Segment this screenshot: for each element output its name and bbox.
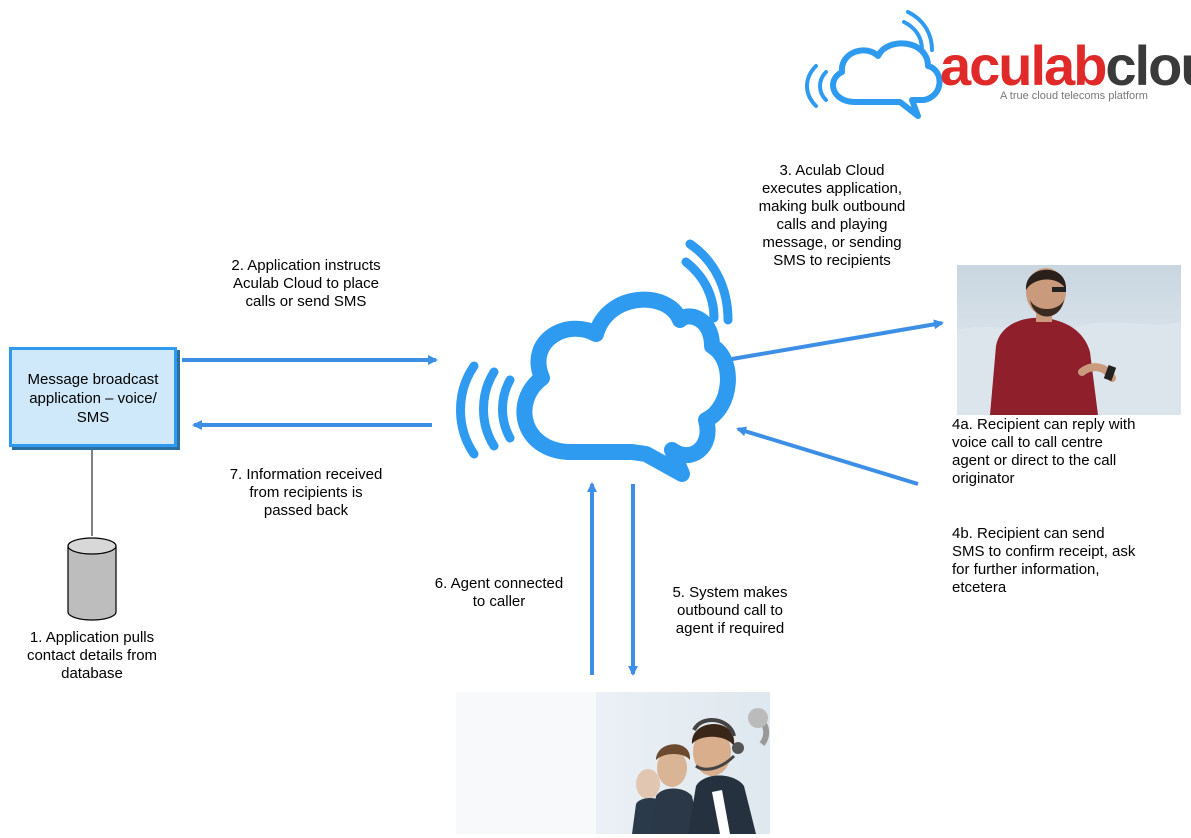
- step-5-line: outbound call to: [677, 602, 783, 619]
- step-2-line: calls or send SMS: [245, 293, 367, 310]
- step-7-line: from recipients is: [249, 484, 363, 501]
- agents-photo: [456, 692, 770, 834]
- step-4a-line: 4a. Recipient can reply with: [952, 416, 1136, 433]
- step-5-line: 5. System makes: [672, 584, 788, 601]
- step-2-line: Aculab Cloud to place: [233, 275, 379, 292]
- recipient-photo: [957, 265, 1181, 415]
- step-5-line: agent if required: [675, 620, 785, 637]
- step-7-line: passed back: [263, 502, 349, 519]
- step-3-label: 3. Aculab Cloud executes application, ma…: [732, 162, 932, 270]
- arrow-cloud-to-recipient: [731, 319, 944, 361]
- app-box-line: application – voice/: [29, 390, 157, 407]
- arrow-recipient-to-cloud: [736, 426, 919, 486]
- step-1-label: 1. Application pulls contact details fro…: [0, 629, 184, 683]
- app-box-label: Message broadcast application – voice/ S…: [12, 370, 174, 427]
- app-box-line: SMS: [76, 409, 110, 426]
- logo-tagline: A true cloud telecoms platform: [1000, 90, 1148, 102]
- step-3-line: message, or sending: [762, 234, 902, 251]
- step-4b-line: etcetera: [952, 579, 1007, 596]
- step-4a-line: voice call to call centre: [952, 434, 1103, 451]
- aculab-cloud-logo: aculabcloud: [940, 38, 1191, 94]
- step-1-line: 1. Application pulls: [29, 629, 155, 646]
- step-4b-label: 4b. Recipient can send SMS to confirm re…: [952, 525, 1188, 597]
- step-4b-line: SMS to confirm receipt, ask: [952, 543, 1136, 560]
- step-1-line: contact details from: [26, 647, 158, 664]
- step-4b-line: 4b. Recipient can send: [952, 525, 1105, 542]
- step-4a-label: 4a. Recipient can reply with voice call …: [952, 416, 1188, 488]
- step-7-line: 7. Information received: [229, 466, 383, 483]
- step-3-line: SMS to recipients: [773, 252, 891, 269]
- step-6-label: 6. Agent connected to caller: [414, 575, 584, 611]
- step-4a-line: agent or direct to the call: [952, 452, 1117, 469]
- step-6-line: 6. Agent connected: [434, 575, 564, 592]
- logo-cloud-icon: [805, 10, 943, 119]
- database-icon: [67, 537, 117, 621]
- step-6-line: to caller: [472, 593, 526, 610]
- step-3-line: calls and playing: [776, 216, 888, 233]
- step-3-line: making bulk outbound: [758, 198, 906, 215]
- step-3-line: executes application,: [761, 180, 903, 197]
- step-5-label: 5. System makes outbound call to agent i…: [640, 584, 820, 638]
- step-4a-line: originator: [952, 470, 1015, 487]
- app-box-line: Message broadcast: [27, 371, 159, 388]
- step-4b-line: for further information,: [952, 561, 1100, 578]
- central-cloud-icon: [456, 239, 736, 482]
- step-2-line: 2. Application instructs: [231, 257, 381, 274]
- step-3-line: 3. Aculab Cloud: [779, 162, 885, 179]
- message-broadcast-app-box: Message broadcast application – voice/ S…: [9, 347, 177, 447]
- step-7-label: 7. Information received from recipients …: [196, 466, 416, 520]
- step-1-line: database: [61, 665, 123, 682]
- logo-word-cloud: cloud: [1105, 34, 1191, 97]
- step-2-label: 2. Application instructs Aculab Cloud to…: [196, 257, 416, 311]
- logo-word-aculab: aculab: [940, 34, 1107, 97]
